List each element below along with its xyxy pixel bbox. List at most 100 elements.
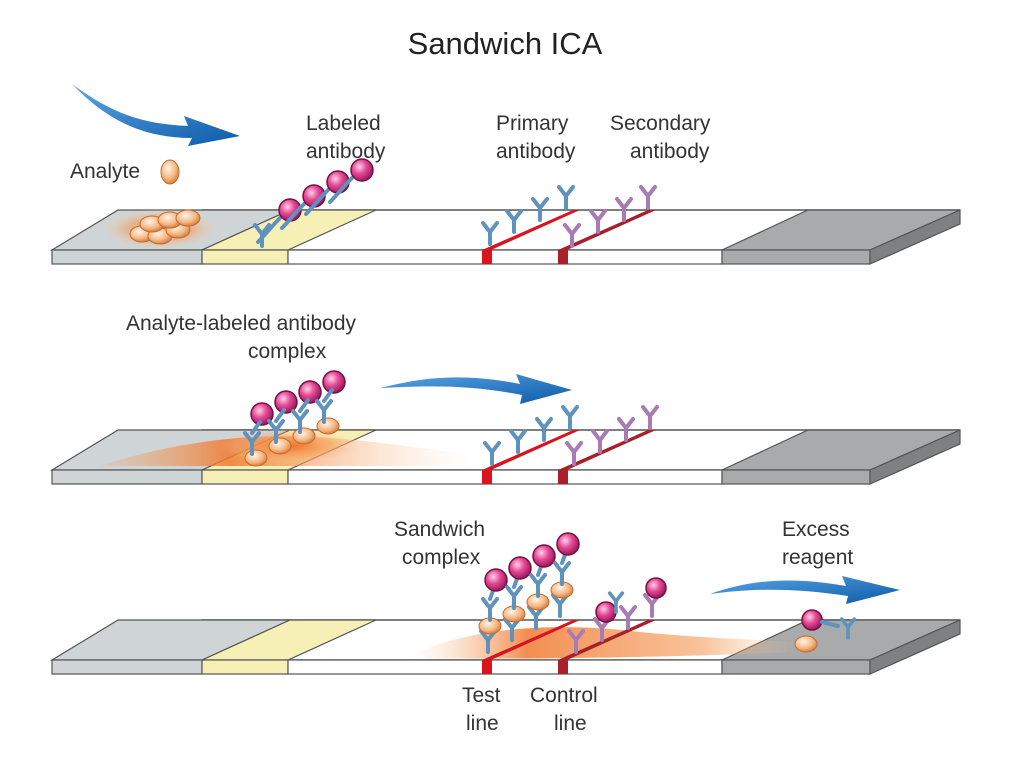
analyte-icon bbox=[316, 417, 340, 435]
strip-3-control-line-front bbox=[558, 660, 568, 674]
label-particle bbox=[595, 601, 617, 623]
secondary-antibody bbox=[565, 441, 583, 466]
excess-analyte bbox=[794, 635, 818, 653]
antibody-icon bbox=[291, 409, 309, 434]
strip-3-excess-reagent bbox=[794, 609, 857, 653]
strip-3-front-sample bbox=[51, 659, 203, 675]
flow-arrow-middle bbox=[380, 374, 572, 404]
analyte-icon bbox=[244, 449, 268, 467]
test-line-label: Test line bbox=[462, 684, 506, 735]
secondary-antibody bbox=[591, 429, 609, 454]
strip-2-primary-antibodies bbox=[483, 405, 579, 466]
strip-1-test-line-front bbox=[482, 250, 492, 264]
detection-antibody bbox=[553, 561, 571, 586]
strip-1-analyte-cluster bbox=[129, 209, 201, 245]
strip-3-side bbox=[869, 619, 961, 675]
excess-antibody-stem bbox=[820, 620, 840, 628]
label-particle bbox=[532, 544, 556, 568]
antibody-icon bbox=[315, 399, 333, 424]
strip-3-control-captures bbox=[567, 577, 667, 654]
secondary-antibody bbox=[615, 197, 633, 222]
analyte-icon bbox=[292, 427, 316, 445]
strip-3-control-line bbox=[558, 620, 656, 660]
free-antibody bbox=[607, 591, 625, 614]
sandwich-complex bbox=[550, 532, 580, 618]
control-capture bbox=[593, 601, 617, 642]
strip-3-test-line-front bbox=[482, 660, 492, 674]
strip-2-front-absorbent bbox=[721, 469, 871, 485]
conjugate-antibody bbox=[253, 223, 271, 248]
strip-1-control-line-front bbox=[558, 250, 568, 264]
strip-2-control-line-front bbox=[558, 470, 568, 484]
strip-2-front-conjugate bbox=[201, 469, 289, 485]
strip-1-test-line bbox=[482, 210, 580, 250]
primary-antibody bbox=[535, 417, 553, 442]
strip-1-labeled-antibodies bbox=[253, 158, 374, 248]
primary-antibody bbox=[531, 197, 549, 222]
strip-1-secondary-antibodies bbox=[563, 185, 657, 248]
strip-1-front-conjugate bbox=[201, 249, 289, 265]
strip-2-front-membrane bbox=[287, 469, 723, 485]
secondary-antibody bbox=[563, 223, 581, 248]
primary-antibody bbox=[509, 429, 527, 454]
strip-2-control-line bbox=[558, 430, 656, 470]
label-particle bbox=[298, 380, 322, 404]
detection-antibody bbox=[505, 585, 523, 610]
control-capture bbox=[619, 605, 637, 630]
secondary-antibody bbox=[589, 209, 607, 234]
strip-1-front-absorbent bbox=[721, 249, 871, 265]
secondary-antibody bbox=[641, 405, 659, 430]
antibody-icon bbox=[267, 419, 285, 444]
secondary-antibody-label: Secondary antibody bbox=[610, 112, 716, 163]
detection-antibody bbox=[481, 597, 499, 622]
secondary-antibody bbox=[617, 417, 635, 442]
diagram-title: Sandwich ICA bbox=[408, 26, 603, 61]
strip-2-secondary-antibodies bbox=[565, 405, 659, 466]
strip-1-primary-antibodies bbox=[481, 185, 575, 246]
labeled-antibody-label: Labeled antibody bbox=[306, 112, 387, 163]
analyte-label: Analyte bbox=[70, 160, 140, 183]
labeled-antibody bbox=[328, 158, 374, 204]
control-capture bbox=[567, 629, 585, 654]
analyte-labeled-antibody-complex bbox=[267, 390, 298, 455]
sandwich-complex bbox=[502, 556, 532, 642]
primary-antibody-label: Primary antibody bbox=[496, 112, 576, 163]
strip-3-test-line bbox=[482, 620, 580, 660]
analyte-icon bbox=[160, 159, 180, 185]
strip-3 bbox=[49, 532, 961, 675]
primary-antibody bbox=[481, 221, 499, 246]
strip-2-test-line bbox=[482, 430, 580, 470]
flow-arrow-bottom bbox=[710, 576, 900, 604]
label-particle bbox=[556, 532, 580, 556]
excess-antibody bbox=[839, 617, 857, 640]
label-particle bbox=[274, 390, 298, 414]
antibody-icon bbox=[243, 431, 261, 456]
strip-2-analyte-labeled-complexes bbox=[220, 370, 360, 467]
strip-2-test-line-front bbox=[482, 470, 492, 484]
label-particle bbox=[322, 370, 346, 394]
sandwich-complex bbox=[526, 544, 556, 630]
strip-3-sandwich-complexes bbox=[478, 532, 580, 654]
label-particle bbox=[801, 609, 823, 631]
strip-2-side bbox=[869, 429, 961, 485]
analyte-icon bbox=[268, 437, 292, 455]
flow-arrow-top bbox=[72, 84, 240, 146]
analyte-labeled-antibody-complex bbox=[243, 402, 274, 467]
strip-1-front-membrane bbox=[287, 249, 723, 265]
secondary-antibody bbox=[619, 605, 637, 630]
analyte-labeled-antibody-complex bbox=[291, 380, 322, 445]
complex-label: Analyte-labeled antibody complex bbox=[126, 312, 362, 363]
strip-1-front-sample bbox=[51, 249, 203, 265]
strip-1 bbox=[49, 158, 961, 265]
excess-reagent-label: Excess reagent bbox=[782, 518, 856, 569]
secondary-antibody bbox=[639, 185, 657, 210]
strip-1-side bbox=[869, 209, 961, 265]
label-particle bbox=[508, 556, 532, 580]
sandwich-complex-label: Sandwich complex bbox=[394, 518, 491, 569]
control-capture bbox=[643, 577, 667, 618]
primary-antibody bbox=[557, 185, 575, 210]
primary-antibody bbox=[561, 405, 579, 430]
strip-3-front-absorbent bbox=[721, 659, 871, 675]
primary-antibody bbox=[483, 441, 501, 466]
